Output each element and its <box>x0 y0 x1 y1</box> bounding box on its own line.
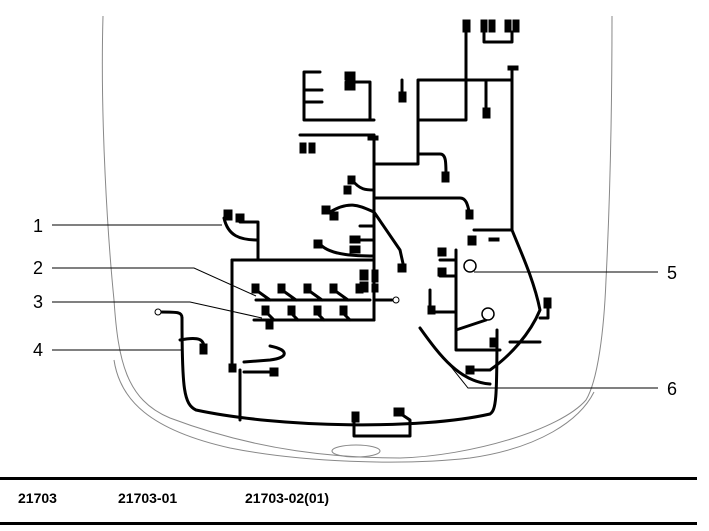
footer-bottom-rule <box>0 522 697 525</box>
callout-4: 4 <box>33 340 43 360</box>
harness-wires <box>158 28 550 438</box>
wiring-harness-diagram: 1 2 3 4 5 6 <box>33 15 677 463</box>
callout-5: 5 <box>667 263 677 283</box>
diagram-code-main: 21703 <box>18 490 57 506</box>
callout-6: 6 <box>667 379 677 399</box>
front-opening <box>331 444 381 458</box>
diagram-code-variant-02: 21703-02(01) <box>245 490 330 506</box>
callout-leaders <box>52 224 658 389</box>
vehicle-outline <box>101 15 613 463</box>
harness-connectors <box>154 19 552 423</box>
callout-3: 3 <box>33 292 43 312</box>
callout-2: 2 <box>33 258 43 278</box>
callout-1: 1 <box>33 216 43 236</box>
footer-top-rule <box>0 477 697 480</box>
diagram-code-variant-01: 21703-01 <box>118 490 178 506</box>
